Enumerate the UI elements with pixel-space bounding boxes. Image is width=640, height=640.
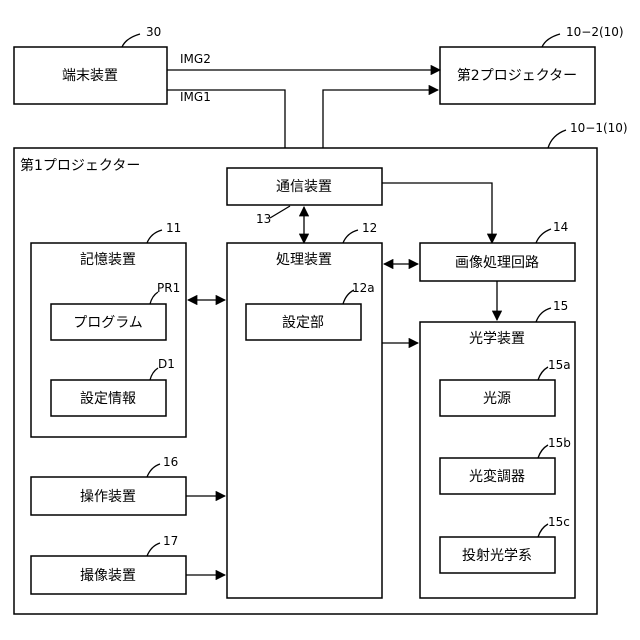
camera-device-label: 撮像装置 (80, 567, 136, 584)
setting-unit-label: 設定部 (282, 315, 324, 331)
operation-device-label: 操作装置 (80, 489, 136, 505)
program-label: プログラム (73, 315, 143, 331)
storage-ref: 11 (166, 221, 181, 235)
projection-optics-label: 投射光学系 (462, 548, 532, 564)
processor-label: 処理装置 (276, 252, 332, 268)
terminal-device-label: 端末装置 (62, 68, 118, 84)
light-modulator-ref: 15b (548, 436, 571, 450)
light-source-ref: 15a (548, 358, 571, 372)
program-ref: PR1 (157, 281, 180, 295)
light-modulator-label: 光変調器 (469, 468, 525, 485)
optical-ref: 15 (553, 299, 568, 313)
image-processing-label: 画像処理回路 (455, 255, 539, 271)
terminal-ref: 30 (146, 25, 161, 39)
setting-unit-box: 設定部 (246, 304, 361, 340)
program-box: プログラム (51, 304, 166, 340)
img1-label: IMG1 (180, 90, 211, 104)
first-projector-label: 第1プロジェクター (20, 157, 140, 174)
setting-unit-ref: 12a (352, 281, 375, 295)
light-modulator-box: 光変調器 (440, 458, 555, 494)
second-projector: 第2プロジェクター (440, 47, 595, 104)
storage-device-label: 記憶装置 (80, 251, 136, 268)
settings-info-box: 設定情報 (51, 380, 166, 416)
camera-ref: 17 (163, 534, 178, 548)
processor: 処理装置 (227, 243, 382, 598)
second-projector-label: 第2プロジェクター (457, 67, 577, 84)
image-processing-ref: 14 (553, 220, 568, 234)
settings-info-ref: D1 (158, 357, 175, 371)
terminal-device: 端末装置 (14, 47, 167, 104)
communication-device-label: 通信装置 (276, 179, 332, 195)
optical-device-label: 光学装置 (469, 331, 525, 347)
processor-ref: 12 (362, 221, 377, 235)
operation-ref: 16 (163, 455, 178, 469)
camera-device: 撮像装置 (31, 556, 186, 594)
settings-info-label: 設定情報 (80, 391, 136, 407)
communication-ref: 13 (256, 212, 271, 226)
img2-label: IMG2 (180, 52, 211, 66)
communication-device: 通信装置 (227, 168, 382, 205)
second-projector-ref-leader: 10−2(10) (542, 25, 624, 47)
first-projector-ref-leader: 10−1(10) (548, 121, 628, 148)
terminal-ref-leader: 30 (122, 25, 161, 47)
operation-device: 操作装置 (31, 477, 186, 515)
first-projector-ref: 10−1(10) (570, 121, 628, 135)
projection-optics-box: 投射光学系 (440, 537, 555, 573)
light-source-label: 光源 (483, 391, 511, 407)
light-source-box: 光源 (440, 380, 555, 416)
image-processing-circuit: 画像処理回路 (420, 243, 575, 281)
projection-optics-ref: 15c (548, 515, 570, 529)
second-projector-ref: 10−2(10) (566, 25, 624, 39)
